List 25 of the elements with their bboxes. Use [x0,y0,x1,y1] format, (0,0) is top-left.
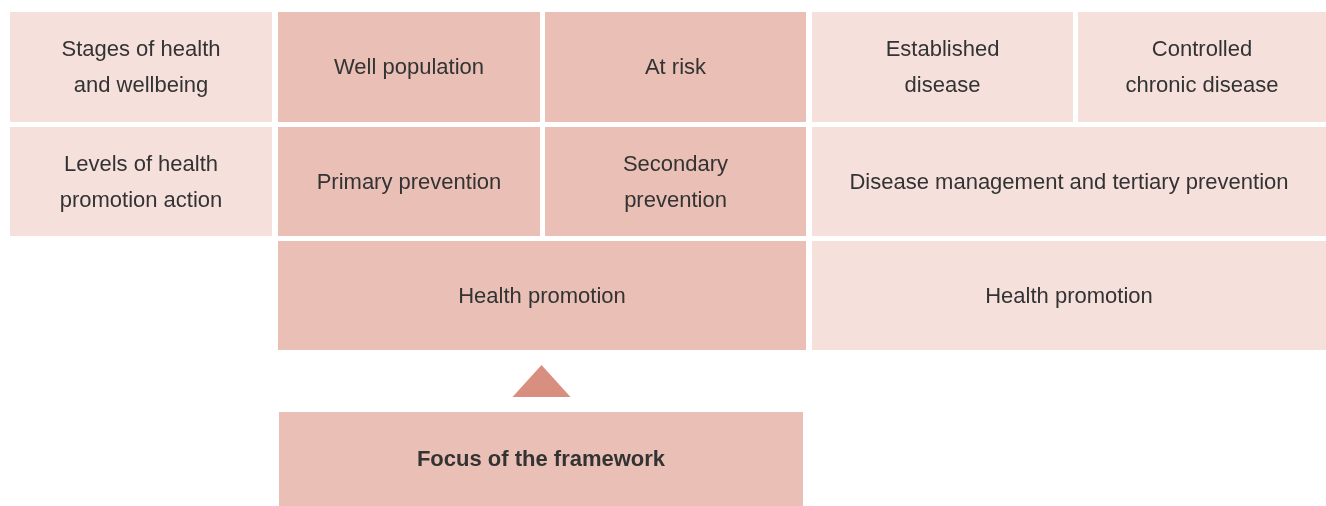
table-cell [812,127,1326,236]
cell-text: Established disease [884,35,1001,99]
focus-text: Focus of the framework [416,445,666,473]
cell-text: Disease management and tertiary prevention [849,167,1289,196]
cell-text: Primary prevention [316,167,502,196]
table-cell [545,127,806,236]
focus-box [279,412,803,506]
cell-text: Stages of health and wellbeing [60,35,222,99]
table-cell [812,12,1073,122]
table-cell [278,241,806,350]
table-cell [278,127,540,236]
table-cell [812,241,1326,350]
cell-text: Health promotion [458,281,626,310]
table-cell [278,12,540,122]
table-cell [10,12,272,122]
table-cell [10,127,272,236]
up-arrow [512,365,571,397]
cell-text: Health promotion [985,281,1153,310]
cell-text: Levels of health promotion action [58,149,224,214]
cell-text: Controlled chronic disease [1124,35,1280,99]
cell-text: Secondary prevention [621,149,730,214]
table-cell [545,12,806,122]
table-cell [1078,12,1326,122]
cell-text: At risk [644,53,707,81]
cell-text: Well population [334,53,484,81]
